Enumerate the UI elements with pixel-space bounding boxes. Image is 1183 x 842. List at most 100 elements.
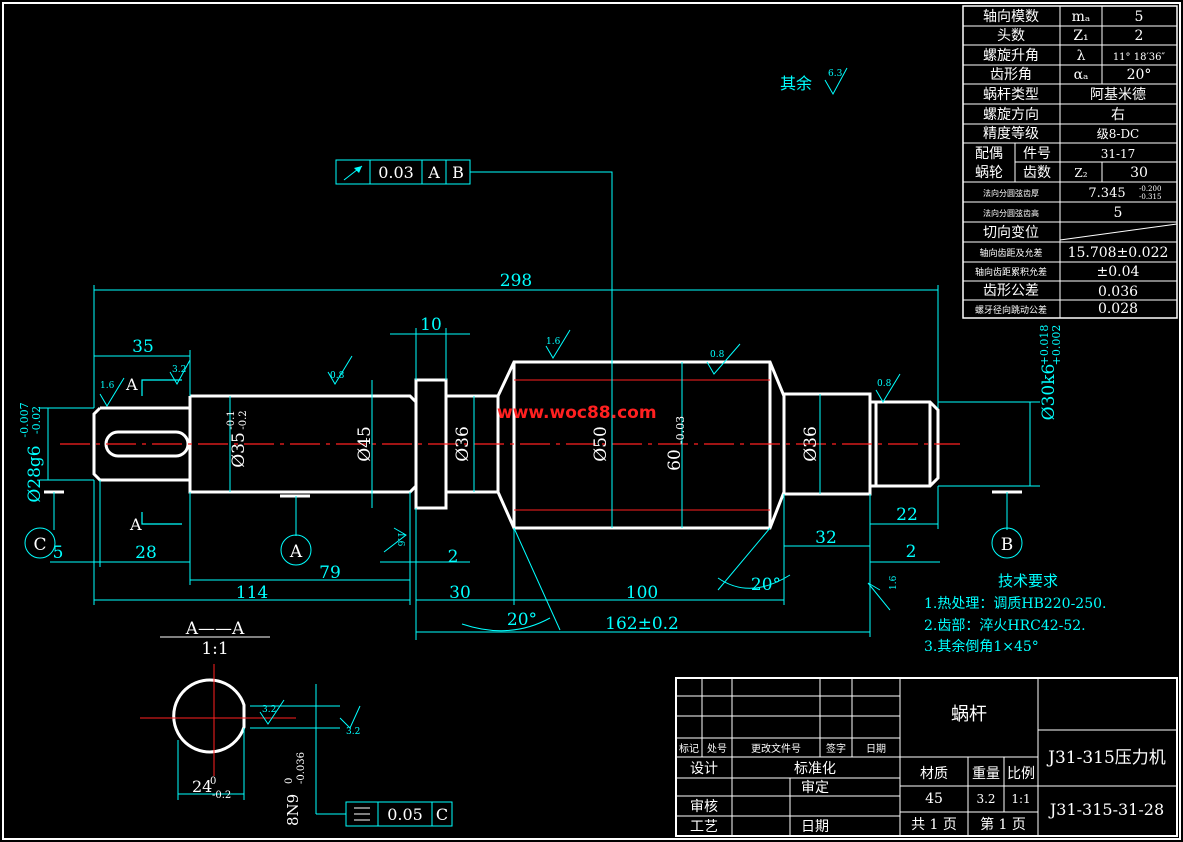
mate-teeth-label: 齿数 (1023, 165, 1051, 181)
label-review: 审定 (801, 780, 829, 796)
dim-35: 35 (132, 337, 154, 357)
datum-a: A (289, 542, 303, 562)
roughness-32-left: 3.2 (172, 365, 186, 375)
part-name: 蜗杆 (951, 704, 987, 725)
mate-label-2: 蜗轮 (975, 165, 1003, 181)
section-dim-24-tol: -0.2 (212, 790, 231, 801)
section-scale: 1:1 (201, 639, 228, 659)
total-pages: 共 1 页 (911, 817, 957, 833)
param-val-helix-dir: 右 (1111, 107, 1125, 123)
param2-val-thickness: 7.345 (1088, 186, 1125, 201)
mate-teeth-val: 30 (1130, 165, 1148, 181)
roughness-symbols (99, 329, 901, 611)
param-val-pressure-angle: 20° (1127, 67, 1152, 83)
dim-phi30-tol-up: +0.018 (1038, 325, 1051, 366)
roughness-08-phi45: 0.8 (330, 371, 345, 381)
scale-value: 1:1 (1011, 792, 1030, 806)
param2-label-height: 法向分圆弦齿高 (983, 208, 1039, 218)
dim-10: 10 (420, 315, 442, 335)
section-dim-24: 24 (192, 777, 212, 796)
dim-phi28: Ø28g6 (25, 445, 45, 502)
watermark: www.woc88.com (497, 403, 657, 423)
dim-phi28-tol-dn: -0.02 (30, 406, 43, 434)
param-sym-pressure-angle: αₐ (1074, 67, 1089, 83)
section-key-width: 8N9 (284, 794, 302, 826)
header-mark: 标记 (679, 743, 699, 755)
weight-value: 3.2 (976, 792, 995, 806)
param-sym-module: mₐ (1072, 9, 1091, 25)
dim-phi36-right: Ø36 (801, 426, 821, 462)
param-label-module: 轴向模数 (983, 9, 1039, 25)
dim-phi35-tol-up: -0.1 (226, 410, 237, 429)
dim-79: 79 (319, 563, 341, 583)
section-mark-a-top: A (125, 375, 138, 394)
section-key-tol-up: 0 (284, 778, 295, 784)
fcf-runout-top: 0.03 A B (335, 159, 471, 185)
param-val-accuracy: 级8-DC (1097, 127, 1140, 141)
param-label-starts: 头数 (997, 28, 1025, 44)
drawing-number: J31-315-31-28 (1048, 800, 1164, 819)
param-val-worm-type: 阿基米德 (1090, 86, 1146, 103)
param2-val-height: 5 (1114, 205, 1123, 221)
roughness-16-right: 1.6 (889, 575, 899, 590)
section-mark-a-bottom: A (129, 515, 142, 534)
header-sign: 签字 (826, 742, 846, 755)
param-label-pressure-angle: 齿形角 (990, 67, 1032, 83)
section-dim-24-sup: 0 (210, 776, 216, 787)
technical-notes: 技术要求 1.热处理：调质HB220-250. 2.齿部：淬火HRC42-52.… (924, 572, 1106, 655)
dim-phi60: 60 (665, 449, 685, 471)
dim-100: 100 (626, 583, 658, 603)
fcf-top-datum-b: B (452, 163, 464, 182)
section-roughness-a: 3.2 (262, 705, 276, 715)
section-roughness-b: 3.2 (346, 727, 360, 737)
param2-tol-dn-thickness: -0.315 (1139, 193, 1161, 201)
roughness-16-left: 1.6 (100, 381, 115, 391)
dim-2-right: 2 (906, 542, 917, 562)
machine-name: J31-315压力机 (1046, 748, 1166, 768)
rest-roughness-label: 其余 (780, 74, 812, 93)
fcf-bottom-tolerance: 0.05 (387, 805, 423, 824)
dim-22: 22 (896, 505, 918, 525)
label-scale: 比例 (1007, 766, 1035, 782)
dim-5: 5 (53, 543, 64, 563)
section-view: A——A 1:1 24 0 -0.2 8N9 0 -0.036 3.2 3.2 (140, 619, 361, 826)
param2-label-runout: 螺牙径向跳动公差 (975, 304, 1047, 316)
dim-phi30: Ø30k6 (1039, 364, 1059, 421)
mate-teeth-sym: Z₂ (1074, 166, 1087, 180)
param-label-helix-dir: 螺旋方向 (983, 107, 1039, 123)
dim-phi30-tol-dn: +0.002 (1050, 325, 1063, 366)
section-marks (141, 379, 182, 525)
param2-tol-up-thickness: -0.200 (1139, 185, 1161, 193)
param-label-worm-type: 蜗杆类型 (983, 87, 1039, 103)
param-label-lead-angle: 螺旋升角 (983, 48, 1039, 64)
param2-label-shift: 切向变位 (983, 225, 1039, 241)
note-3: 3.其余倒角1×45° (924, 638, 1039, 655)
parameter-table: 轴向模数 mₐ 5 头数 Z₁ 2 螺旋升角 λ 11° 18′36″ 齿形角 … (962, 5, 1178, 319)
note-1: 1.热处理：调质HB220-250. (924, 596, 1106, 612)
datum-b: B (1001, 535, 1014, 555)
label-process: 工艺 (690, 819, 718, 835)
mate-part-label: 件号 (1023, 146, 1051, 162)
mate-label-1: 配偶 (975, 146, 1003, 162)
header-doc: 更改文件号 (751, 742, 801, 755)
fcf-symmetry-bottom: 0.05 C (345, 801, 453, 827)
dim-phi28-tol-up: -0.007 (18, 402, 31, 437)
label-check: 审核 (690, 799, 718, 815)
rest-roughness-note: 其余 6.3 (780, 67, 848, 96)
notes-title: 技术要求 (998, 572, 1058, 590)
dim-162: 162±0.2 (605, 614, 679, 634)
label-design: 设计 (690, 761, 718, 777)
param2-val-runout: 0.028 (1098, 301, 1138, 317)
dim-phi50: Ø50 (591, 426, 611, 462)
param-sym-lead-angle: λ (1077, 48, 1086, 64)
dim-angle-right: 20° (751, 575, 781, 595)
dim-28: 28 (135, 543, 157, 563)
roughness-16-collar: 1.6 (395, 532, 405, 547)
roughness-08-right: 0.8 (877, 379, 892, 389)
fcf-top-datum-a: A (427, 163, 440, 182)
dimension-lines (40, 171, 1040, 640)
fcf-bottom-datum-c: C (436, 805, 448, 824)
mate-part-val: 31-17 (1101, 147, 1136, 161)
label-standard: 标准化 (794, 761, 836, 777)
